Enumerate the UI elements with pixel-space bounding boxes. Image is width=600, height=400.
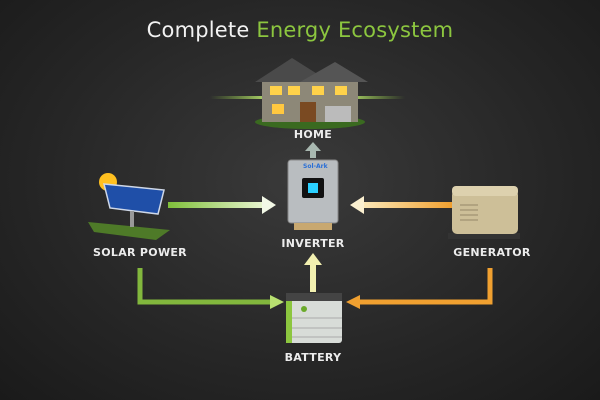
inverter-label: INVERTER	[281, 237, 345, 250]
inverter-brand-logo: Sol-Ark	[303, 163, 329, 170]
house-icon	[255, 58, 368, 129]
title-accent: Energy Ecosystem	[256, 18, 454, 42]
solar-power-label: SOLAR POWER	[93, 246, 187, 259]
generator-label: GENERATOR	[453, 246, 531, 259]
battery-label: BATTERY	[284, 351, 342, 364]
page-title: Complete Energy Ecosystem	[0, 18, 600, 42]
battery-icon	[286, 293, 342, 343]
inverter-icon	[287, 159, 339, 230]
solar-panel-icon	[88, 173, 170, 240]
generator-icon	[448, 186, 520, 239]
home-label: HOME	[293, 128, 333, 141]
title-main: Complete	[146, 18, 250, 42]
